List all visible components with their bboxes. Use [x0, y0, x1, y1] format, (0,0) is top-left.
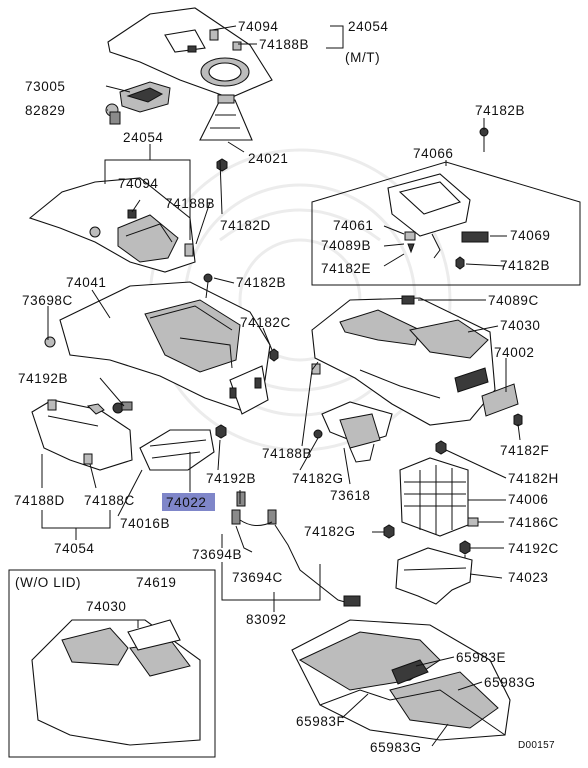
label-74016B: 74016B: [120, 516, 170, 531]
clip-73698C: [44, 336, 56, 348]
screw-74182H: [435, 440, 447, 455]
label-74186C: 74186C: [508, 515, 559, 530]
diagram-id-code: D00157: [518, 740, 555, 751]
screw-74182B-mid: [203, 273, 213, 299]
label-74182D: 74182D: [220, 218, 271, 233]
upper-panel-mt: [107, 7, 273, 99]
label-74094-mid: 74094: [118, 176, 159, 191]
label-74006: 74006: [508, 492, 549, 507]
part-labels: 74094 24054 74188B (M/T) 73005 82829 240…: [14, 19, 559, 755]
note-wo-lid: (W/O LID): [15, 575, 81, 590]
label-82829: 82829: [25, 103, 66, 118]
shift-lever-boot: [199, 94, 253, 141]
label-24054-mid: 24054: [123, 130, 164, 145]
label-74182B-top: 74182B: [475, 103, 525, 118]
label-74041: 74041: [66, 275, 107, 290]
harness-connector: [231, 491, 361, 607]
label-74192C: 74192C: [508, 541, 559, 556]
leader-lines: [41, 25, 521, 747]
console-body-74030: [311, 295, 496, 426]
label-24021: 24021: [248, 151, 289, 166]
screw-74188B-low: [313, 429, 323, 439]
label-83092: 83092: [246, 612, 287, 627]
highlight-box-74022: [162, 493, 215, 511]
cup-holder-73618: [321, 401, 393, 463]
label-74089C: 74089C: [488, 293, 539, 308]
label-74054: 74054: [54, 541, 95, 556]
label-65983G-b: 65983G: [370, 740, 422, 755]
label-73698C: 73698C: [22, 293, 73, 308]
label-74061: 74061: [333, 218, 374, 233]
bracket-74016B: [139, 429, 215, 471]
label-73618: 73618: [330, 488, 371, 503]
screw-74192B-left: [112, 401, 133, 414]
label-73694C: 73694C: [232, 570, 283, 585]
label-74192B-mid: 74192B: [206, 471, 256, 486]
label-74188B-mid: 74188B: [165, 196, 215, 211]
label-74182G-b: 74182G: [304, 524, 356, 539]
label-74619: 74619: [136, 575, 177, 590]
bracket-74023: [395, 547, 473, 605]
label-74188C: 74188C: [84, 493, 135, 508]
lid-assembly-box: [311, 161, 581, 286]
floor-mat-65983: [291, 619, 511, 741]
label-74022: 74022: [166, 495, 207, 510]
label-74066: 74066: [413, 146, 454, 161]
screw-74182G-b: [383, 524, 395, 539]
label-74182E: 74182E: [321, 261, 371, 276]
side-cover-74054: [31, 399, 133, 471]
shift-boot-cover: [119, 81, 171, 113]
label-74094-top: 74094: [238, 19, 279, 34]
screw-74192B-mid: [215, 424, 227, 439]
clip-82829: [105, 103, 121, 125]
label-73694B: 73694B: [192, 547, 242, 562]
console-body-74041: [59, 281, 271, 415]
label-74069: 74069: [510, 228, 551, 243]
label-74182G-a: 74182G: [292, 471, 344, 486]
panel-74002: [481, 383, 519, 417]
clip-74186C: [467, 517, 479, 527]
label-74023: 74023: [508, 570, 549, 585]
label-74188B-low: 74188B: [262, 446, 312, 461]
screw-74182D: [216, 158, 228, 172]
screw-74182C: [269, 348, 279, 362]
label-74182C: 74182C: [240, 315, 291, 330]
label-74030-inset: 74030: [86, 599, 127, 614]
label-74182F: 74182F: [500, 443, 549, 458]
label-74002: 74002: [494, 345, 535, 360]
label-74182H: 74182H: [508, 471, 559, 486]
label-65983F: 65983F: [296, 714, 345, 729]
screw-74182F: [513, 413, 523, 427]
label-74030: 74030: [500, 318, 541, 333]
holder-74006: [399, 457, 469, 537]
label-74192B-left: 74192B: [18, 371, 68, 386]
label-24054-top: 24054: [348, 19, 389, 34]
inset-box-wo-lid: [8, 569, 216, 758]
label-74182B-mid: 74182B: [236, 275, 286, 290]
label-74188D: 74188D: [14, 493, 65, 508]
label-65983G-a: 65983G: [484, 675, 536, 690]
label-74089B: 74089B: [321, 238, 371, 253]
note-mt: (M/T): [345, 50, 380, 65]
screw-74182B-top: [479, 127, 489, 152]
label-65983E: 65983E: [456, 650, 506, 665]
label-74188B-top: 74188B: [259, 37, 309, 52]
label-74182B-box: 74182B: [500, 258, 550, 273]
label-73005: 73005: [25, 79, 66, 94]
upper-panel-at: [28, 177, 196, 273]
